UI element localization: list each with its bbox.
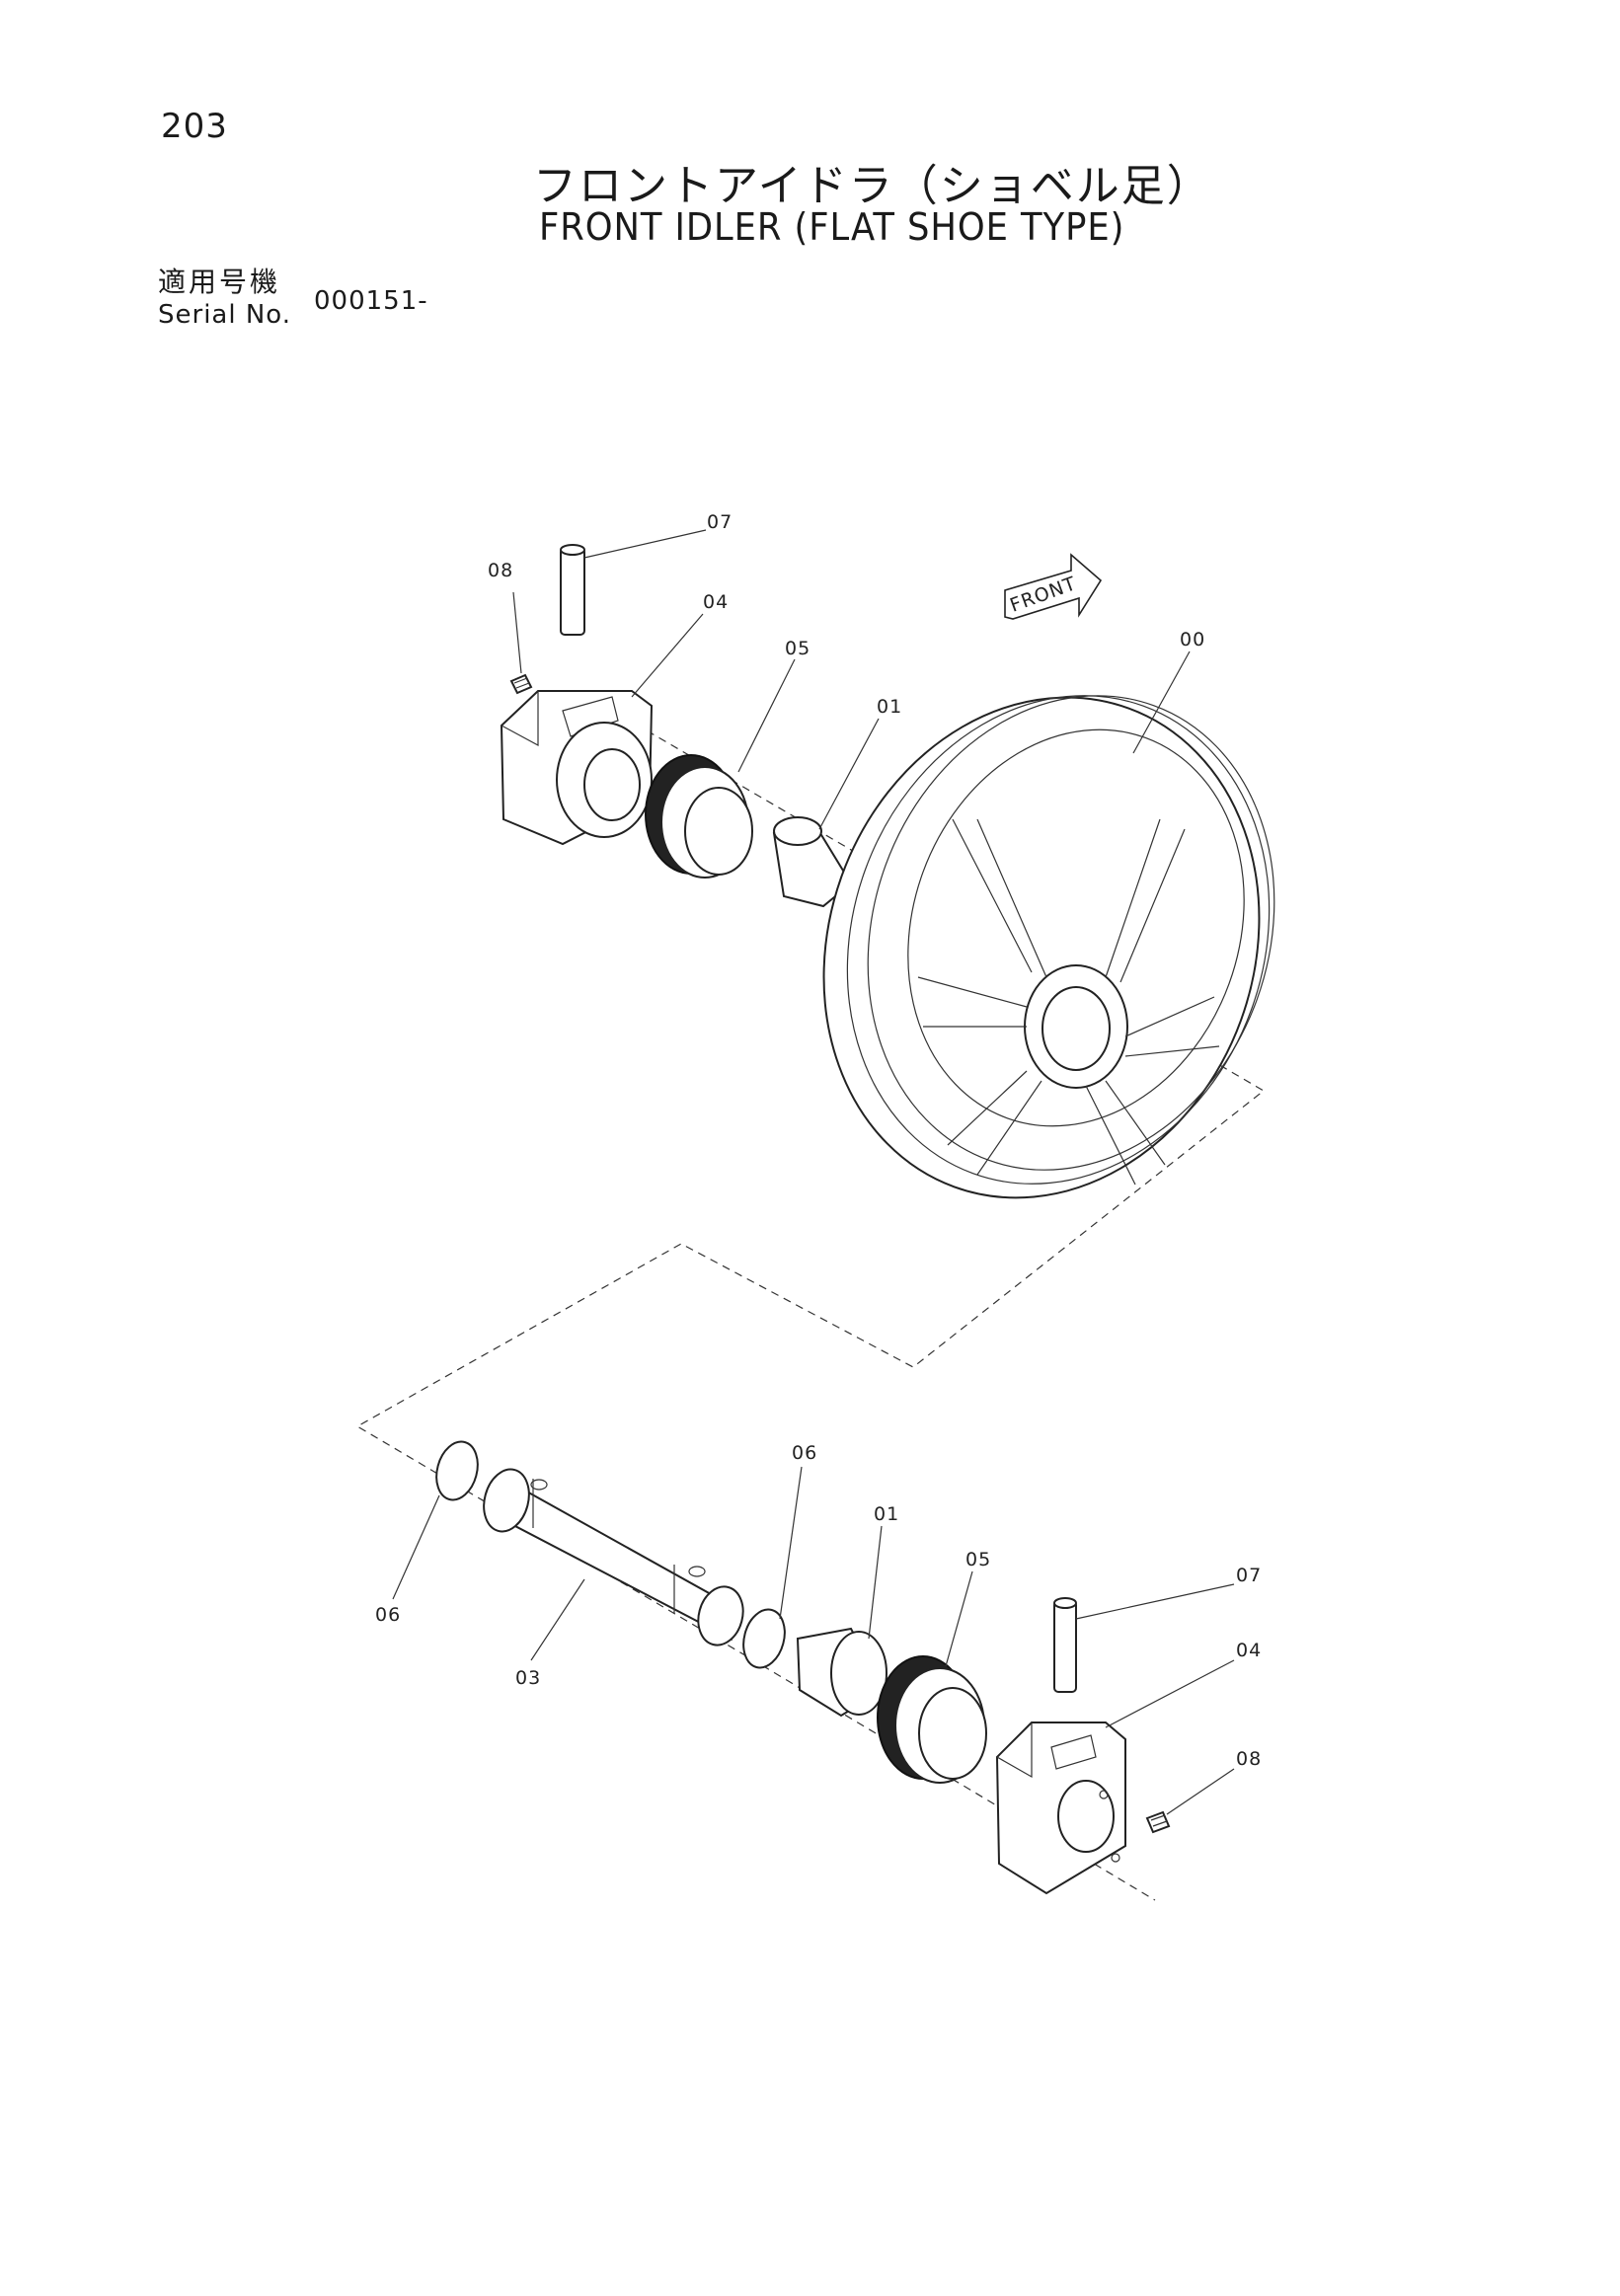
seal-lower [877, 1655, 987, 1784]
callout-07-lower: 07 [1236, 1565, 1262, 1586]
bushing-lower [796, 1627, 887, 1718]
callout-04-lower: 04 [1236, 1640, 1262, 1661]
shaft [483, 1468, 744, 1646]
callout-05-upper: 05 [785, 638, 810, 659]
title-english: FRONT IDLER (FLAT SHOE TYPE) [539, 205, 1125, 249]
callout-08-upper: 08 [488, 560, 513, 581]
bolt-upper [509, 673, 533, 695]
seal-upper [645, 754, 753, 879]
pin-lower [1053, 1597, 1077, 1693]
callout-08-lower: 08 [1236, 1748, 1262, 1770]
o-ring-left [435, 1440, 479, 1501]
callout-06-left: 06 [375, 1604, 401, 1626]
page-number: 203 [161, 107, 228, 146]
callout-03: 03 [515, 1667, 541, 1689]
callout-04-upper: 04 [703, 591, 729, 613]
callout-05-lower: 05 [965, 1549, 991, 1570]
bushing-upper [772, 816, 853, 908]
serial-label-japanese: 適用号機 [158, 266, 281, 298]
leader-lines [392, 529, 1235, 1815]
pin-upper [560, 544, 585, 636]
bolt-lower [1145, 1810, 1171, 1834]
front-direction-marker: FRONT [1004, 553, 1103, 620]
title-japanese: フロントアイドラ（ショベル足） [533, 161, 1212, 211]
callout-06-right: 06 [792, 1442, 817, 1464]
support-lower [995, 1722, 1126, 1895]
callout-01-upper: 01 [877, 696, 902, 718]
support-upper [500, 690, 654, 846]
callout-00: 00 [1180, 629, 1205, 651]
o-ring-right [742, 1608, 786, 1669]
serial-number-value: 000151- [314, 286, 428, 316]
callout-07-upper: 07 [707, 511, 733, 533]
idler-wheel [822, 695, 1275, 1199]
callout-01-lower: 01 [874, 1503, 899, 1525]
callout-labels: 07 08 04 05 01 00 06 06 03 01 05 07 04 0… [375, 511, 1262, 1770]
serial-label-english: Serial No. [158, 300, 291, 330]
